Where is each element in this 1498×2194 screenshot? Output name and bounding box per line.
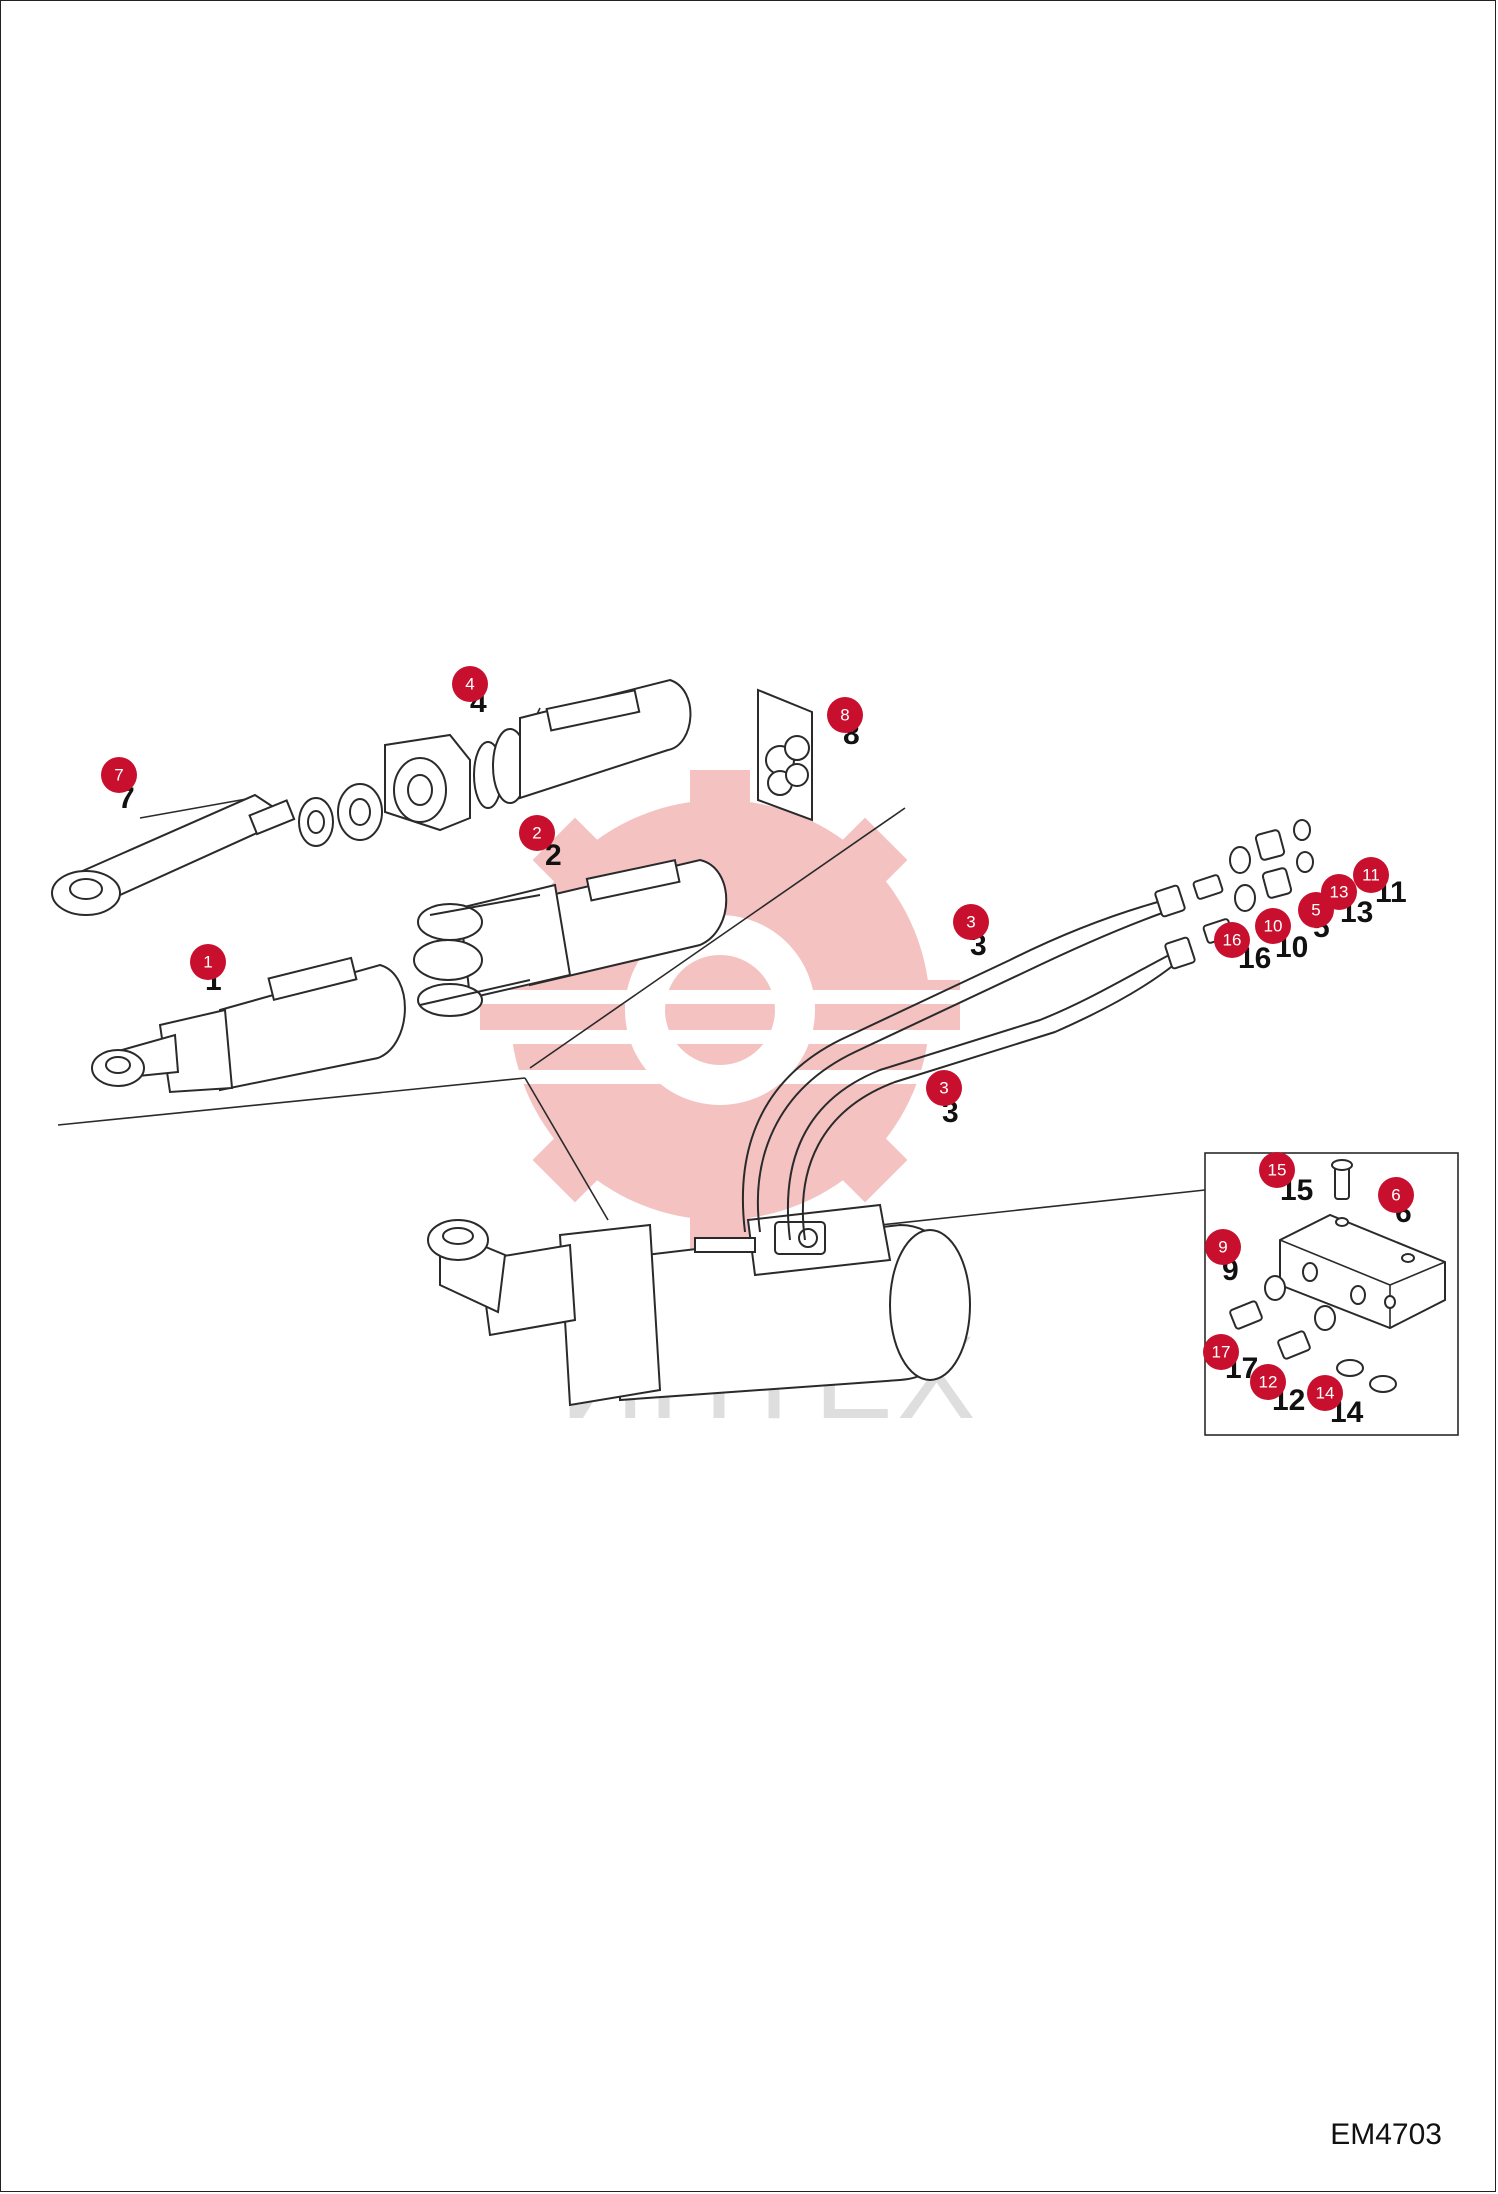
callout-13[interactable]: 13 [1321,874,1357,910]
callout-2[interactable]: 2 [519,815,555,851]
callout-label: 11 [1362,866,1380,885]
eye-cylinder [91,956,406,1094]
fittings-group [1192,819,1314,944]
detail-box [1204,1152,1459,1436]
callout-6[interactable]: 6 [1378,1177,1414,1213]
callout-label: 15 [1268,1161,1287,1180]
callout-3a[interactable]: 3 [953,904,989,940]
callout-17[interactable]: 17 [1203,1334,1239,1370]
callout-label: 2 [532,824,541,843]
callout-1[interactable]: 1 [190,944,226,980]
callout-label: 3 [939,1079,948,1098]
callout-8[interactable]: 8 [827,697,863,733]
callout-label: 8 [840,706,849,725]
callout-label: 1 [203,953,212,972]
piston-seals [298,783,383,847]
callout-3b[interactable]: 3 [926,1070,962,1106]
callout-label: 12 [1259,1373,1278,1392]
callout-10[interactable]: 10 [1255,908,1291,944]
callout-7[interactable]: 7 [101,757,137,793]
cylinder-gland [384,678,692,832]
document-code: EM4703 [1330,2118,1442,2151]
callout-9[interactable]: 9 [1205,1229,1241,1265]
seal-kit-card [757,688,813,822]
piston-rod [51,793,296,916]
callout-label: 13 [1330,883,1349,902]
callout-11[interactable]: 11 [1353,857,1389,893]
callout-label: 5 [1311,901,1320,920]
callout-15[interactable]: 15 [1259,1152,1295,1188]
callout-16[interactable]: 16 [1214,922,1250,958]
hydraulic-hoses [741,884,1196,1241]
callout-4[interactable]: 4 [452,666,488,702]
callout-badges: 1 2 3 3 4 5 6 7 8 9 10 11 12 13 14 15 16… [101,666,1414,1411]
callout-label: 16 [1223,931,1242,950]
callout-12[interactable]: 12 [1250,1364,1286,1400]
callout-14[interactable]: 14 [1307,1375,1343,1411]
callout-label: 7 [114,766,123,785]
callout-label: 3 [966,913,975,932]
callout-label: 17 [1212,1343,1231,1362]
callout-label: 10 [1264,917,1283,936]
callout-label: 6 [1391,1186,1400,1205]
callout-label: 14 [1316,1384,1335,1403]
clevis-cylinder [413,858,728,1017]
callout-label: 4 [465,675,474,694]
callout-label: 9 [1218,1238,1227,1257]
main-cylinder-assembly [427,1203,971,1407]
printed-number: 2 [545,839,562,872]
